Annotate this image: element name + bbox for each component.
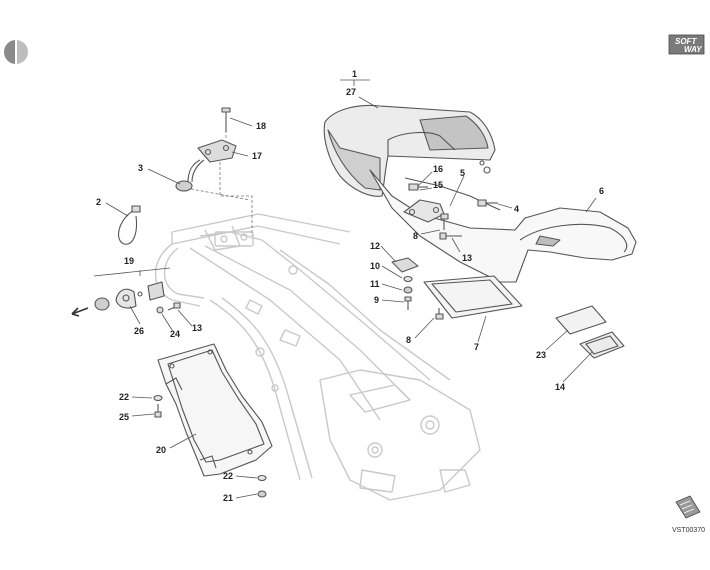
pad-14-part (579, 331, 625, 359)
callout-18: 18 (256, 121, 266, 131)
screw-16-part (408, 183, 428, 191)
callout-19: 19 (124, 256, 134, 266)
motorcycle-frame (154, 213, 481, 501)
bolt-8-upper-part (440, 213, 449, 230)
mudguard-20-part (157, 343, 273, 477)
screw-25-part (154, 404, 162, 418)
plate-12-part (391, 257, 419, 273)
lamp-assembly-19-part (94, 281, 181, 314)
softway-logo-icon: SOFT WAY (668, 34, 705, 55)
callout-20: 20 (156, 445, 166, 455)
callout-9: 9 (374, 295, 379, 305)
callout-3: 3 (138, 163, 143, 173)
logo-text-top: SOFT (675, 37, 697, 46)
callout-5: 5 (460, 168, 465, 178)
callout-11: 11 (370, 279, 380, 289)
callout-6: 6 (599, 186, 604, 196)
nut-11-part (403, 286, 413, 294)
pad-23-part (555, 305, 607, 335)
lamp-3-part (175, 159, 205, 192)
bracket-17-part (197, 139, 237, 163)
callout-23: 23 (536, 350, 546, 360)
callout-14: 14 (555, 382, 565, 392)
callout-7: 7 (474, 342, 479, 352)
bolt-8-lower-part (435, 308, 444, 320)
screw-13-upper-part (439, 232, 462, 240)
callout-2: 2 (96, 197, 101, 207)
half-circle-marker-icon (4, 40, 28, 64)
logo-text-bottom: WAY (684, 45, 702, 54)
callout-25: 25 (119, 412, 129, 422)
bolt-9-part (404, 296, 412, 310)
callout-13-left: 13 (192, 323, 202, 333)
leader-lines (93, 79, 597, 499)
parts (71, 104, 637, 498)
callout-27: 27 (346, 87, 356, 97)
seat-bracket-part (403, 199, 445, 223)
tray-part (423, 275, 523, 319)
nut-21-part (257, 490, 267, 498)
seat-cowl-part (323, 104, 496, 197)
washer-22-upper-part (153, 394, 163, 402)
bolt-18-part (221, 107, 231, 132)
callout-26: 26 (134, 326, 144, 336)
callout-21: 21 (223, 493, 233, 503)
callout-22-upper: 22 (119, 392, 129, 402)
reference-code: VST00370 (672, 527, 705, 534)
manual-page-icon (675, 495, 701, 519)
callout-8-upper: 8 (413, 231, 418, 241)
callout-1: 1 (352, 69, 357, 79)
callout-16: 16 (433, 164, 443, 174)
callout-15: 15 (433, 180, 443, 190)
callout-22-lower: 22 (223, 471, 233, 481)
callout-12: 12 (370, 241, 380, 251)
callout-10: 10 (370, 261, 380, 271)
screw-4-part (477, 199, 498, 207)
callout-8-lower: 8 (406, 335, 411, 345)
callout-24: 24 (170, 329, 180, 339)
forward-arrow-icon (71, 307, 89, 317)
callout-4: 4 (514, 204, 519, 214)
washer-10-part (403, 275, 413, 283)
washer-22-lower-part (257, 474, 267, 482)
callout-labels: 1 27 18 17 3 2 19 26 24 13 16 15 5 4 6 8… (96, 69, 604, 503)
callout-13-right: 13 (462, 253, 472, 263)
cable-2-part (118, 205, 141, 245)
callout-17: 17 (252, 151, 262, 161)
